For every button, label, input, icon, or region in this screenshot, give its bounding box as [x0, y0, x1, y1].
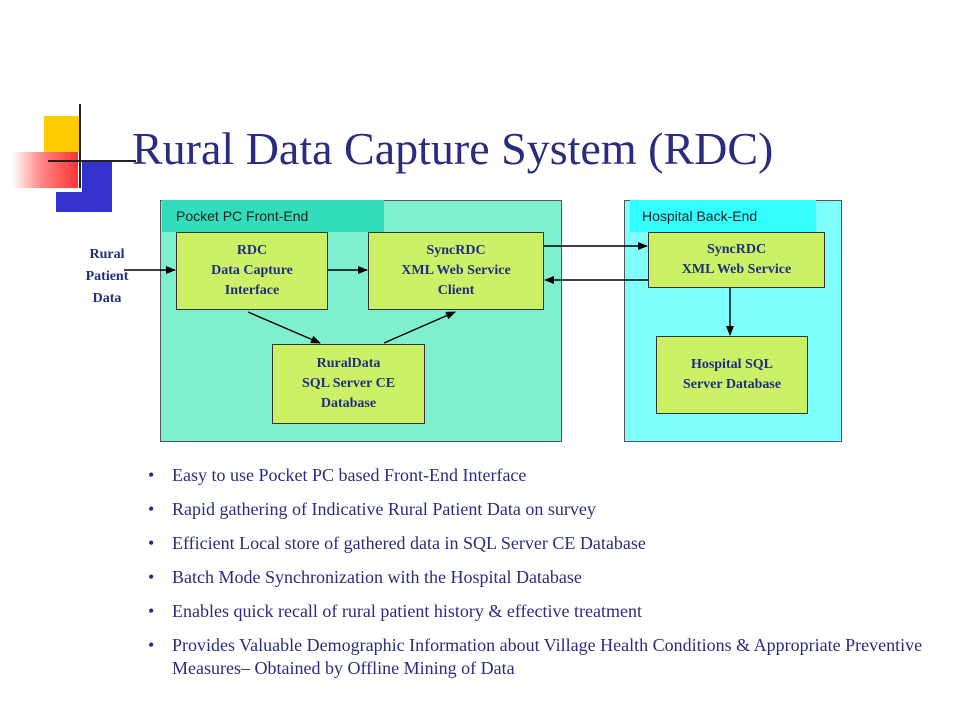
logo-yellow-square: [44, 116, 80, 152]
hospital-db-box: Hospital SQL Server Database: [656, 336, 808, 414]
rural-patient-data-label: Rural Patient Data: [85, 247, 129, 306]
rdc-capture-box-text: RDC Data Capture Interface: [211, 243, 293, 298]
rural-db-box: RuralData SQL Server CE Database: [272, 344, 425, 424]
front-end-label: Pocket PC Front-End: [162, 200, 384, 232]
back-end-label: Hospital Back-End: [630, 200, 816, 232]
bullet-item: Batch Mode Synchronization with the Hosp…: [148, 566, 948, 589]
bullet-list: Easy to use Pocket PC based Front-End In…: [148, 464, 948, 691]
rural-db-box-text: RuralData SQL Server CE Database: [301, 356, 396, 411]
bullet-item: Enables quick recall of rural patient hi…: [148, 600, 948, 623]
sync-client-box: SyncRDC XML Web Service Client: [368, 232, 544, 310]
sync-service-box-text: SyncRDC XML Web Service: [681, 242, 792, 277]
slide-title: Rural Data Capture System (RDC): [132, 123, 774, 174]
logo-blue-square: [82, 160, 112, 212]
sync-client-box-text: SyncRDC XML Web Service Client: [401, 243, 511, 298]
logo-vertical-line: [79, 104, 81, 188]
bullet-item: Rapid gathering of Indicative Rural Pati…: [148, 498, 948, 521]
rdc-capture-box: RDC Data Capture Interface: [176, 232, 328, 310]
sync-service-box: SyncRDC XML Web Service: [648, 232, 825, 288]
logo-blue-square-small: [56, 192, 82, 212]
slide-logo: [0, 0, 140, 220]
logo-horizontal-line: [48, 160, 136, 162]
logo-red-square: [12, 152, 78, 188]
hospital-db-box-text: Hospital SQL Server Database: [682, 357, 782, 392]
bullet-item: Efficient Local store of gathered data i…: [148, 532, 948, 555]
bullet-item: Provides Valuable Demographic Informatio…: [148, 634, 948, 680]
bullet-item: Easy to use Pocket PC based Front-End In…: [148, 464, 948, 487]
